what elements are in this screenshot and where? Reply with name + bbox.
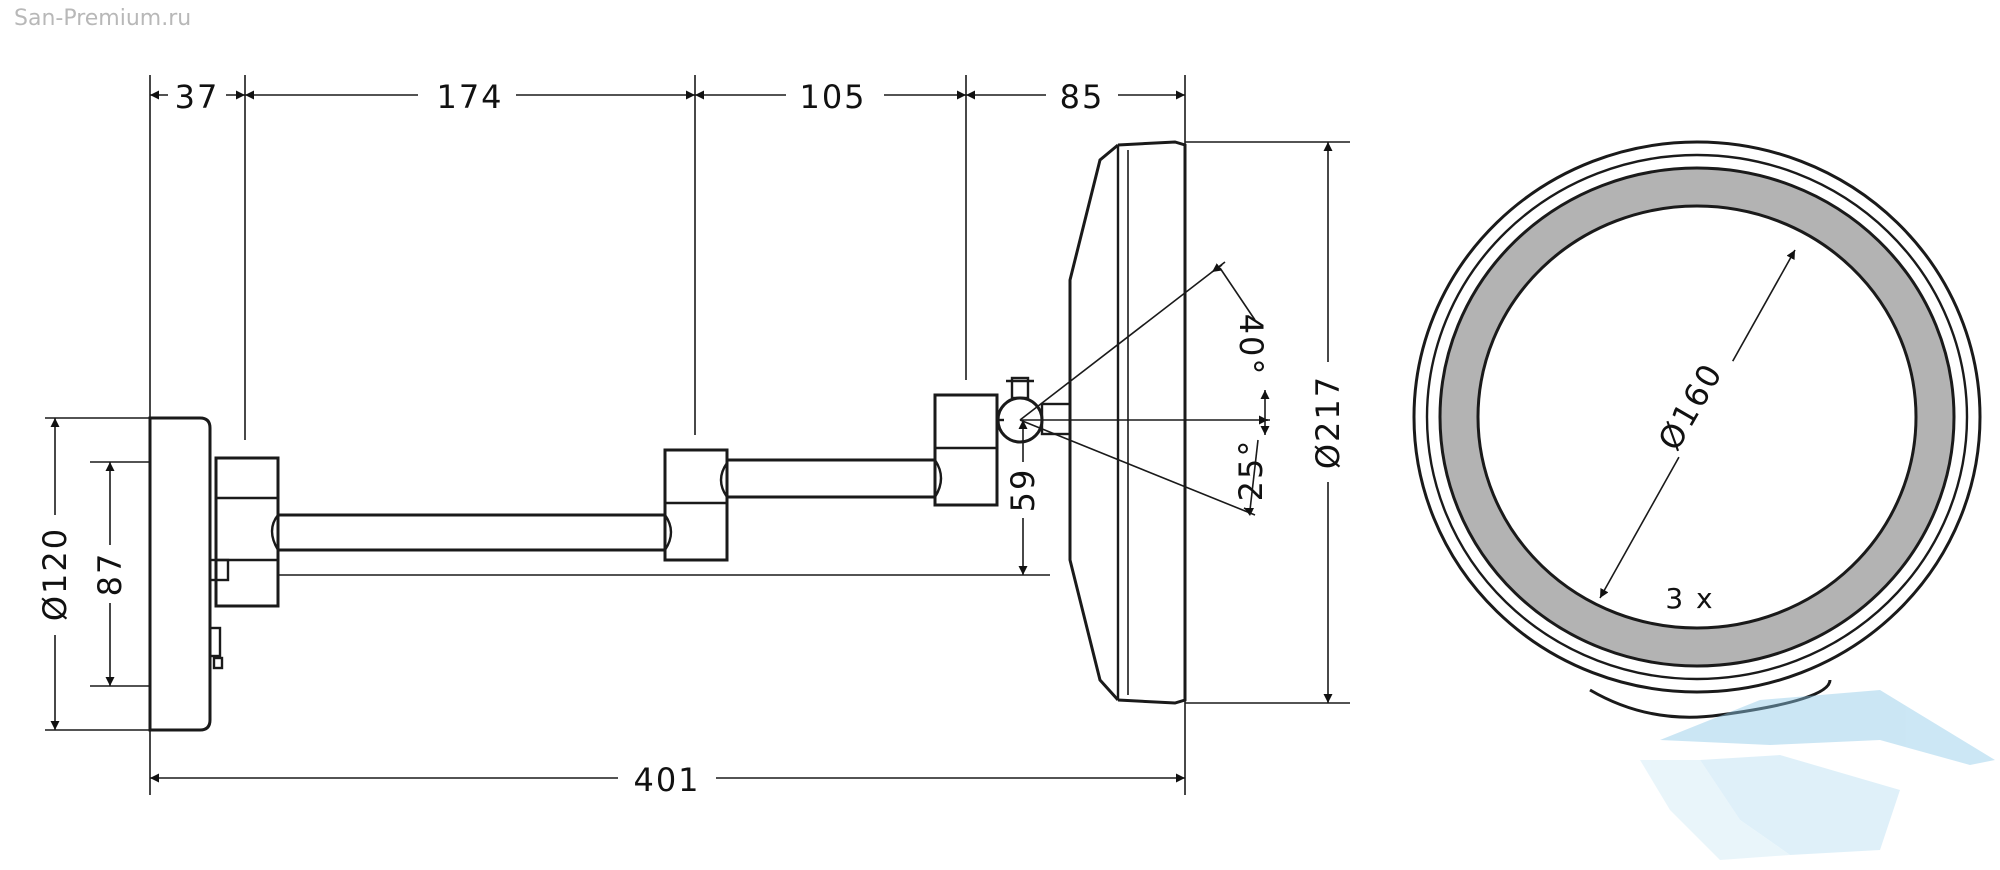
outer-rim — [1412, 140, 1982, 694]
dim-flange-depth: 37 — [175, 78, 220, 116]
dim-arm-segment-2: 105 — [799, 78, 866, 116]
dim-mirror-diameter: Ø217 — [1309, 375, 1347, 469]
dim-flange-inner: 87 — [91, 552, 129, 597]
dim-mirror-depth: 85 — [1060, 78, 1105, 116]
dim-arm-segment-1: 174 — [436, 78, 503, 116]
dim-flange-diameter: Ø120 — [36, 527, 74, 621]
rear-mount-shadow — [1589, 679, 1832, 719]
upper-arm — [727, 458, 935, 499]
tilt-angles: 40° 25° — [1019, 261, 1270, 517]
site-watermark: San-Premium.ru — [14, 6, 192, 31]
left-dimensions: Ø120 87 — [36, 418, 129, 730]
watermark-logo — [1640, 690, 1995, 860]
wall-mount-block — [208, 456, 280, 608]
dim-total-length: 401 — [633, 761, 700, 799]
magnification-label: 3 x — [1665, 582, 1714, 615]
dim-tilt-up: 40° — [1232, 314, 1270, 377]
bottom-dimension: 401 — [150, 758, 1185, 799]
side-view: 37 174 105 85 401 Ø120 87 59 — [36, 75, 1350, 799]
mirror-diameter-dimension: Ø217 — [1309, 142, 1347, 703]
lower-arm — [278, 513, 665, 552]
mirror-glass — [1476, 204, 1918, 630]
dim-pivot-offset: 59 — [1004, 468, 1042, 513]
extension-lines — [45, 75, 1350, 795]
front-view: Ø160 3 x — [1412, 140, 1982, 719]
dim-tilt-down: 25° — [1232, 439, 1270, 502]
top-dimensions: 37 174 105 85 — [150, 76, 1185, 116]
mirror-head-side — [1068, 140, 1187, 705]
pivot-offset-dimension: 59 — [1004, 420, 1042, 575]
elbow-joint — [663, 448, 729, 562]
light-ring — [1440, 168, 1954, 666]
